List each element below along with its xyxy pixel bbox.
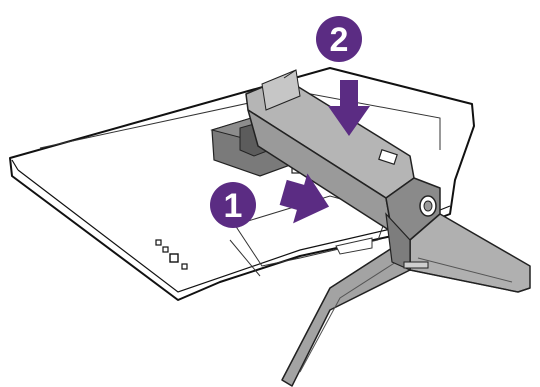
- control-buttons: [155, 239, 188, 270]
- step-badge-1: 1: [210, 182, 256, 228]
- button-icon: [169, 253, 179, 263]
- stand-base: [281, 212, 531, 387]
- stand-column: [245, 69, 441, 241]
- arrow-right-icon: [279, 173, 330, 224]
- step-number-1: 1: [224, 187, 243, 225]
- arrow-down-icon: [328, 80, 370, 136]
- button-icon: [162, 246, 169, 253]
- step-number-2: 2: [330, 21, 349, 59]
- button-icon: [181, 263, 188, 270]
- step-badge-2: 2: [316, 16, 362, 62]
- button-icon: [155, 239, 162, 246]
